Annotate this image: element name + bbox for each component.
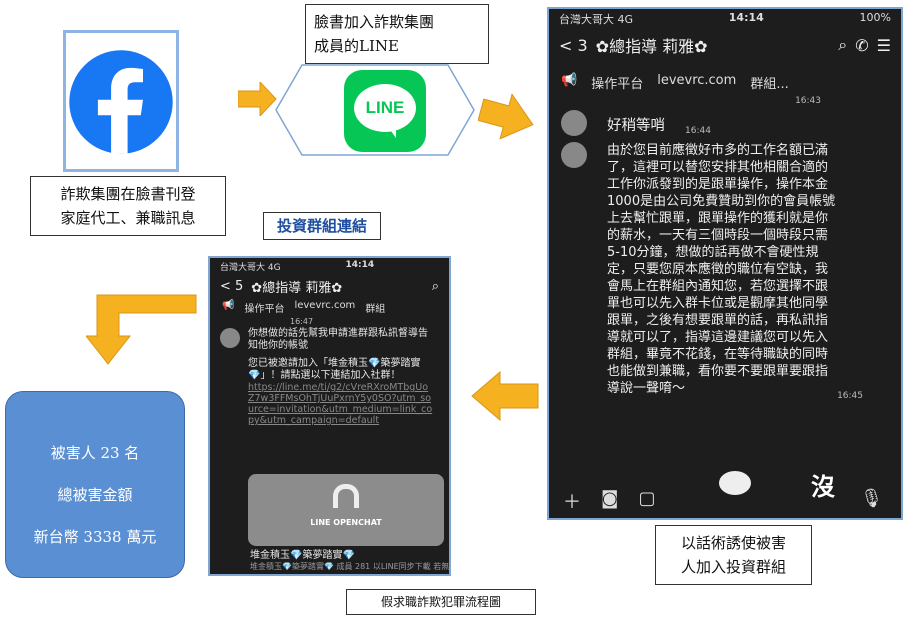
openchat-card[interactable]: LINE OPENCHAT	[248, 474, 444, 546]
caption-line: 成員的LINE	[314, 37, 399, 55]
message-text: 好稍等哨	[607, 118, 665, 134]
line-caption: 臉書加入詐欺集團 成員的LINE	[305, 4, 489, 64]
arrow-left-icon	[471, 370, 539, 422]
total-loss-label: 總被害金額	[57, 486, 133, 504]
phone-icon[interactable]: ✆	[855, 35, 869, 55]
line-logo-icon: LINE	[344, 70, 426, 152]
menu-icon[interactable]: ☰	[876, 35, 891, 55]
pin-item[interactable]: 群組...	[750, 77, 789, 92]
middle-chat-screenshot: 台灣大哥大 4G 14:14 < 5 ✿總指導 莉雅✿ ⌕ 📢 操作平台 levevrc.…	[202, 250, 457, 582]
diagram-title: 假求職詐欺犯罪流程圖	[346, 589, 536, 615]
message-text: 由於您目前應徵好市多的工作名額已滿了，這裡可以替您安排其他相關合適的工作你派發到…	[607, 143, 836, 396]
pin-item[interactable]: 操作平台	[591, 77, 644, 92]
mic-icon[interactable]: 🎙	[860, 488, 883, 509]
pinned-bar: 📢 操作平台 levevrc.com 群組	[210, 298, 449, 317]
caption-line: 人加入投資群組	[680, 558, 786, 576]
search-icon[interactable]: ⌕	[431, 279, 439, 294]
clock: 14:14	[728, 11, 764, 24]
chat-title: ✿總指導 莉雅✿	[595, 37, 708, 56]
megaphone-icon: 📢	[561, 73, 578, 88]
card-desc: 堆金積玉💎築夢踏實💎 成員 281 以LINE同步下載 若無法加入此社...	[250, 562, 450, 571]
image-icon[interactable]: ▢	[638, 488, 656, 509]
right-chat-screenshot: 台灣大哥大 4G 14:14 100% < 3 ✿總指導 莉雅✿ ⌕ ✆ ☰ 📢 操作平台 le…	[541, 1, 909, 526]
avatar	[561, 110, 587, 136]
victim-count: 被害人 23 名	[50, 444, 140, 462]
back-button[interactable]: < 5	[220, 279, 244, 294]
openchat-icon	[333, 484, 359, 508]
arrow-right-icon	[238, 82, 277, 116]
message-row: 好稍等哨 16:44	[549, 106, 901, 140]
chat-title: ✿總指導 莉雅✿	[251, 281, 343, 296]
search-icon[interactable]: ⌕	[838, 35, 848, 54]
chat-header: < 3 ✿總指導 莉雅✿ ⌕ ✆ ☰	[549, 29, 901, 61]
card-title: 堆金積玉💎築夢踏實💎	[250, 550, 355, 561]
plus-icon[interactable]: ＋	[563, 492, 581, 513]
facebook-caption: 詐欺集團在臉書刊登 家庭代工、兼職訊息	[30, 176, 226, 236]
carrier: 台灣大哥大 4G	[220, 263, 281, 273]
arrow-down-right-icon	[478, 93, 534, 140]
pin-item[interactable]: levevrc.com	[657, 73, 737, 88]
arrow-elbow-down-icon	[86, 294, 197, 365]
message-time: 16:45	[837, 391, 863, 401]
status-bar: 台灣大哥大 4G 14:14 100%	[549, 9, 901, 29]
chat-header: < 5 ✿總指導 莉雅✿ ⌕	[210, 275, 449, 298]
facebook-icon	[69, 50, 173, 154]
caption-line: 以話術誘使被害	[680, 534, 786, 552]
facebook-logo-box	[63, 30, 179, 172]
line-logo-text: LINE	[365, 98, 405, 117]
status-bar: 台灣大哥大 4G 14:14	[210, 258, 449, 275]
carrier: 台灣大哥大 4G	[559, 13, 634, 26]
back-button[interactable]: < 3	[559, 35, 588, 55]
message-time: 16:44	[685, 126, 711, 136]
message-time: 16:43	[795, 96, 821, 106]
message-row: 你想做的話先幫我申請進群跟私訊督導告知他你的帳號 您已被邀請加入「堆金積玉💎築夢…	[210, 326, 449, 428]
caption-line: 臉書加入詐欺集團	[314, 13, 435, 31]
sticker-face-icon	[719, 471, 751, 495]
pin-item[interactable]: levevrc.com	[294, 300, 356, 311]
message-row: 由於您目前應徵好市多的工作名額已滿了，這裡可以替您安排其他相關合適的工作你派發到…	[549, 140, 901, 399]
battery: 100%	[859, 11, 891, 24]
message-time: 16:47	[290, 317, 314, 326]
pin-item[interactable]: 群組	[365, 304, 386, 315]
result-box: 被害人 23 名 總被害金額 新台幣 3338 萬元	[5, 391, 185, 578]
avatar	[220, 328, 240, 348]
invite-link[interactable]: https://line.me/ti/g2/cVreRXroMTbgUoZ7w3…	[248, 382, 433, 426]
clock: 14:14	[345, 260, 375, 270]
sticker: 沒	[811, 473, 835, 501]
caption-line: 家庭代工、兼職訊息	[60, 209, 196, 227]
middle-caption: 投資群組連結	[263, 212, 381, 240]
invite-text: 您已被邀請加入「堆金積玉💎築夢踏實💎」！請點選以下連結加入社群！	[248, 358, 421, 381]
input-toolbar: ＋ ◙ ▢ 🎙	[563, 488, 883, 514]
camera-icon[interactable]: ◙	[601, 488, 619, 509]
openchat-label: LINE OPENCHAT	[310, 518, 382, 527]
pinned-bar: 📢 操作平台 levevrc.com 群組...	[549, 69, 901, 96]
message-text: 你想做的話先幫我申請進群跟私訊督導告知他你的帳號	[248, 328, 428, 351]
caption-line: 詐欺集團在臉書刊登	[60, 185, 196, 203]
total-loss-amount: 新台幣 3338 萬元	[33, 528, 157, 546]
megaphone-icon: 📢	[222, 300, 235, 311]
pin-item[interactable]: 操作平台	[244, 304, 285, 315]
right-caption: 以話術誘使被害 人加入投資群組	[655, 525, 812, 585]
avatar	[561, 142, 587, 168]
